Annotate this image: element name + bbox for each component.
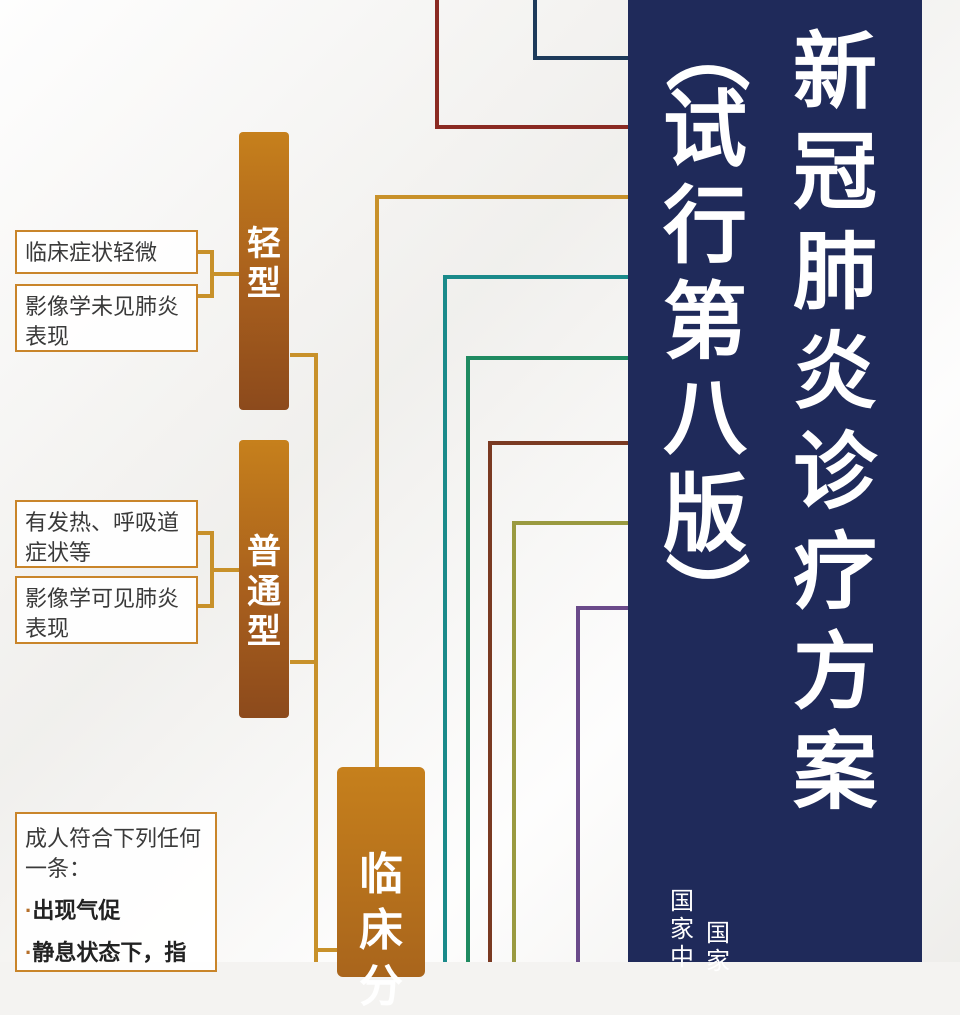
issuer-line-2: 国家: [706, 920, 730, 975]
connector-green: [466, 356, 628, 962]
condition-text: 临床症状轻微: [25, 240, 158, 265]
severe-condition-item: 出现气促: [25, 896, 207, 926]
label-char: 床: [359, 906, 403, 955]
connector-navy: [533, 0, 628, 60]
page-subtitle: （ 试行第八版 ）: [658, 8, 752, 636]
severe-condition-head: 成人符合下列任何一条：: [25, 826, 202, 881]
label-char: 普: [247, 533, 281, 571]
connector-teal: [443, 275, 628, 962]
label-char: 型: [247, 613, 281, 651]
condition-box: 有发热、呼吸道症状等: [15, 500, 198, 568]
issuer-line-1: 国家中: [670, 888, 694, 971]
category-common-label: 普通型: [239, 532, 289, 652]
label-char: 轻: [247, 225, 281, 263]
main-category-label: 临床分: [337, 847, 425, 1015]
main-category: 临床分: [337, 767, 425, 1011]
label-char: 通: [247, 573, 281, 611]
severe-condition-item: 静息状态下，指: [25, 938, 207, 968]
connector-red: [435, 0, 628, 129]
category-light-label: 轻型: [239, 224, 289, 304]
subtitle-text: 试行第八版: [662, 83, 747, 561]
category-light: 轻型: [239, 132, 289, 410]
connector-purple: [576, 606, 628, 962]
connector-lines: [198, 0, 628, 962]
label-char: 型: [247, 265, 281, 303]
bracket-light: [198, 250, 239, 298]
condition-box: 影像学未见肺炎表现: [15, 284, 198, 352]
label-char: 临: [359, 850, 403, 899]
bracket-common: [198, 531, 239, 608]
connector-brown: [488, 441, 628, 962]
title-banner: [628, 0, 922, 962]
connector-olive: [512, 521, 628, 962]
label-char: 分: [359, 962, 403, 1011]
page-title: 新冠肺炎诊疗方案: [792, 25, 877, 819]
subtitle-open-paren: （: [658, 7, 752, 92]
condition-box: 影像学可见肺炎表现: [15, 576, 198, 644]
condition-box: 临床症状轻微: [15, 230, 198, 274]
category-common: 普通型: [239, 440, 289, 718]
condition-text: 影像学未见肺炎表现: [25, 294, 180, 349]
connector-categories: [290, 353, 318, 962]
severe-condition-box: 成人符合下列任何一条： 出现气促 静息状态下，指: [15, 812, 217, 972]
subtitle-close-paren: ）: [658, 551, 752, 636]
condition-text: 影像学可见肺炎表现: [25, 586, 180, 641]
condition-text: 有发热、呼吸道症状等: [25, 510, 180, 565]
connector-orange-main: [375, 195, 628, 767]
